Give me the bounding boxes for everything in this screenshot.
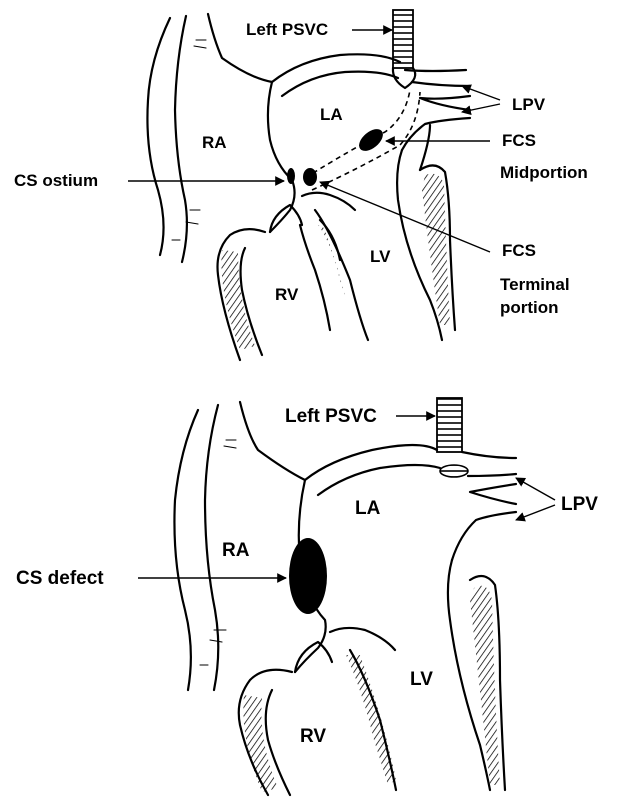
top-fcs-midportion [355,125,387,155]
top-cs-ostium [287,168,295,184]
top-fcs-terminal [303,168,317,186]
top-label-left-psvc: Left PSVC [246,20,328,39]
top-cs-dashed-path [305,90,410,178]
top-label-fcs-term-3: portion [500,298,559,317]
bottom-label-la: LA [355,498,381,519]
top-label-ra: RA [202,133,227,152]
top-ra-wall [147,18,170,255]
bottom-label-lpv: LPV [561,494,598,515]
top-label-la: LA [320,105,343,124]
top-label-fcs-term-1: FCS [502,241,536,260]
bottom-heart [174,398,516,795]
bottom-psvc-vessel [437,398,468,477]
top-label-fcs-mid-2: Midportion [500,163,588,182]
top-label-rv: RV [275,285,299,304]
top-label-cs-ostium: CS ostium [14,171,98,190]
bottom-label-ra: RA [222,540,250,561]
top-label-fcs-term-2: Terminal [500,275,570,294]
bottom-label-lv: LV [410,669,433,690]
bottom-label-rv: RV [300,726,326,747]
top-label-fcs-mid-1: FCS [502,131,536,150]
top-label-lpv: LPV [512,95,546,114]
bottom-label-cs-defect: CS defect [16,568,104,589]
bottom-label-left-psvc: Left PSVC [285,406,377,427]
top-label-lv: LV [370,247,391,266]
top-heart [147,10,470,360]
bottom-cs-defect-hole [289,538,327,614]
